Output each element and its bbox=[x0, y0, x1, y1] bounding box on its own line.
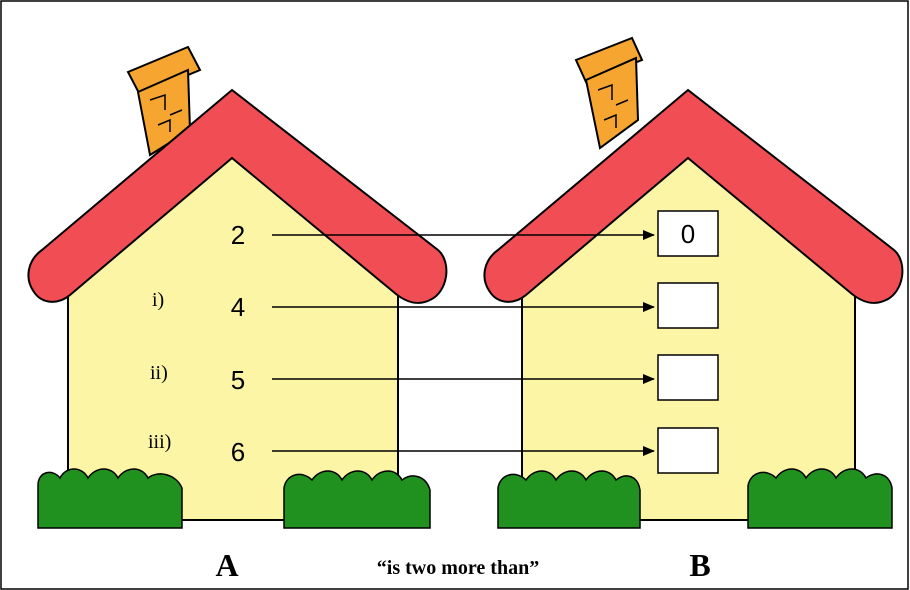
house-a-label: A bbox=[215, 547, 238, 583]
relation-label: “is two more than” bbox=[377, 557, 539, 579]
answer-box-row-1[interactable] bbox=[657, 282, 719, 329]
house-b-bush-right bbox=[747, 468, 893, 529]
house-a-values: 2 i) 4 ii) 5 iii) 6 bbox=[148, 220, 245, 467]
marker-row-1: i) bbox=[152, 289, 164, 311]
house-b-chimney bbox=[574, 36, 644, 150]
house-a bbox=[27, 45, 448, 529]
marker-row-2: ii) bbox=[150, 362, 168, 384]
value-a-row-3: 6 bbox=[231, 437, 245, 467]
house-b-roof bbox=[483, 88, 904, 304]
house-a-chimney bbox=[126, 45, 202, 157]
answer-row-0: 0 bbox=[681, 219, 695, 249]
marker-row-3: iii) bbox=[148, 431, 171, 453]
house-b-label: B bbox=[689, 547, 710, 583]
house-a-roof bbox=[27, 88, 448, 304]
answer-box-row-0[interactable]: 0 bbox=[657, 210, 719, 257]
value-a-row-0: 2 bbox=[231, 220, 245, 250]
value-a-row-2: 5 bbox=[231, 365, 245, 395]
mapping-arrows bbox=[272, 230, 655, 456]
answer-box-row-3[interactable] bbox=[657, 427, 719, 474]
house-a-bush-left bbox=[37, 468, 183, 529]
house-b bbox=[483, 36, 904, 529]
house-b-bush-left bbox=[497, 470, 641, 529]
value-a-row-1: 4 bbox=[231, 292, 245, 322]
house-a-bush-right bbox=[283, 470, 431, 529]
house-b-answers: 0 bbox=[657, 210, 719, 474]
answer-box-row-2[interactable] bbox=[657, 354, 719, 401]
